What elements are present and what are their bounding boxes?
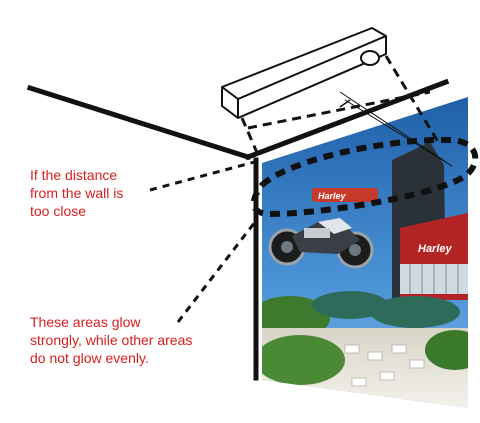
svg-text:Harley: Harley (318, 191, 347, 201)
svg-text:Harley: Harley (418, 243, 453, 255)
glow-area-outline (250, 136, 479, 218)
glow-annotation: These areas glow strongly, while other a… (30, 314, 193, 366)
light-fixture-icon (221, 27, 387, 119)
light-beam-lines (339, 91, 453, 167)
annotation-leaders (149, 158, 263, 323)
motorcycle-sign (268, 218, 374, 269)
distance-annotation: If the distance from the wall is too clo… (30, 167, 124, 219)
light-beam-dashes (240, 55, 442, 156)
